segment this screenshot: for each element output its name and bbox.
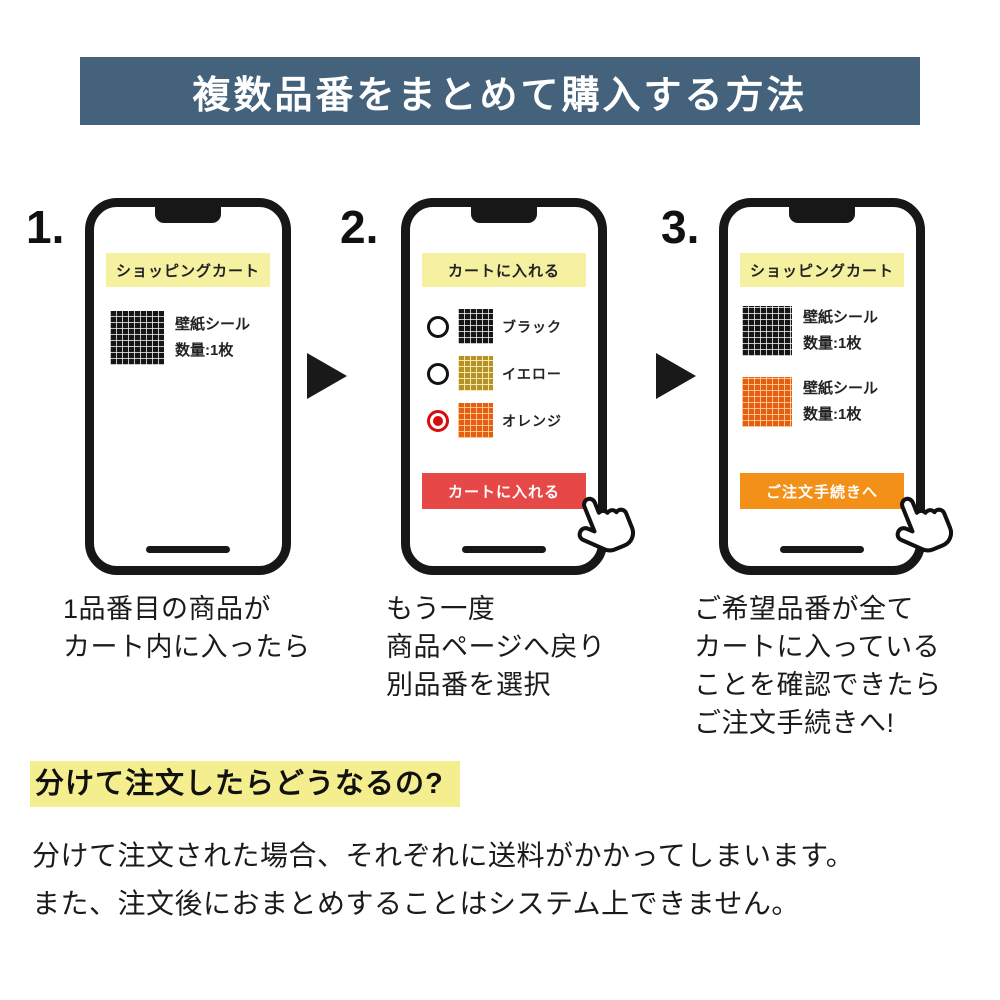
step-2-number: 2.	[340, 201, 379, 253]
color-option-yellow: イエロー	[427, 356, 598, 391]
radio-button-selected[interactable]	[427, 409, 449, 432]
caption-line: ご注文手続きへ!	[694, 708, 895, 738]
hand-cursor-icon	[880, 480, 970, 575]
add-to-cart-button-label: カートに入れる	[447, 483, 560, 501]
arrow-right-icon	[656, 353, 696, 399]
option-label: イエロー	[502, 365, 562, 382]
phone-mockup-1: ショッピングカート 壁紙シール 数量:1枚	[85, 198, 291, 575]
phone-notch	[789, 207, 855, 223]
product-quantity: 数量:1枚	[175, 342, 234, 359]
product-quantity: 数量:1枚	[803, 405, 862, 423]
hand-cursor-icon	[562, 480, 652, 575]
radio-button[interactable]	[427, 362, 449, 385]
caption-line: カート内に入ったら	[63, 632, 311, 662]
footer-line: また、注文後におまとめすることはシステム上できません。	[32, 888, 800, 919]
step-1-number: 1.	[26, 201, 65, 253]
banner-title: 複数品番をまとめて購入する方法	[192, 74, 808, 117]
phone-notch	[471, 207, 537, 223]
black-grid-swatch	[110, 311, 164, 365]
orange-grid-swatch	[742, 376, 792, 427]
footer-body: 分けて注文された場合、それぞれに送料がかかってしまいます。 また、注文後におまと…	[32, 832, 854, 928]
product-name: 壁紙シール	[175, 315, 251, 333]
banner: 複数品番をまとめて購入する方法	[80, 57, 920, 125]
phone-notch	[155, 207, 221, 223]
radio-button[interactable]	[427, 315, 449, 338]
phone-header-bar: カートに入れる	[422, 253, 586, 287]
cart-item-text: 壁紙シール 数量:1枚	[803, 305, 878, 358]
phone-header-label: ショッピングカート	[749, 262, 894, 280]
checkout-button[interactable]: ご注文手続きへ	[740, 473, 904, 509]
phone-header-label: ショッピングカート	[115, 262, 260, 280]
black-grid-swatch	[458, 309, 493, 344]
caption-line: 商品ページへ戻り	[386, 632, 606, 662]
checkout-button-label: ご注文手続きへ	[765, 483, 878, 501]
caption-line: 1品番目の商品が	[63, 594, 272, 624]
caption-line: ご希望品番が全て	[694, 594, 914, 624]
black-grid-swatch	[742, 306, 792, 357]
step-1-caption: 1品番目の商品が カート内に入ったら	[63, 590, 311, 666]
phone-header-bar: ショッピングカート	[740, 253, 904, 287]
caption-line: ことを確認できたら	[694, 670, 942, 700]
product-name: 壁紙シール	[803, 309, 879, 326]
product-quantity: 数量:1枚	[803, 335, 862, 353]
phone-mockup-2: カートに入れる ブラック イエロー オレンジ カートに入れる	[401, 198, 636, 575]
footer-heading: 分けて注文したらどうなるの?	[30, 760, 460, 807]
color-option-orange: オレンジ	[427, 403, 598, 438]
cart-item: 壁紙シール 数量:1枚	[110, 311, 282, 365]
home-indicator	[780, 546, 864, 553]
footer-line: 分けて注文された場合、それぞれに送料がかかってしまいます。	[32, 840, 855, 871]
footer-heading-text: 分けて注文したらどうなるの?	[30, 761, 460, 807]
option-label: オレンジ	[502, 412, 562, 429]
caption-line: カートに入っている	[694, 632, 941, 662]
color-option-black: ブラック	[427, 309, 598, 344]
phone-mockup-3: ショッピングカート 壁紙シール 数量:1枚 壁紙シール 数量:1枚 ご注文手続き…	[719, 198, 954, 575]
home-indicator	[146, 546, 230, 553]
product-name: 壁紙シール	[803, 379, 879, 397]
arrow-right-icon	[307, 353, 347, 399]
home-indicator	[462, 546, 546, 553]
step-2-caption: もう一度 商品ページへ戻り 別品番を選択	[386, 590, 605, 704]
caption-line: 別品番を選択	[386, 670, 551, 700]
step-3-number: 3.	[661, 201, 700, 253]
cart-item-text: 壁紙シール 数量:1枚	[175, 312, 250, 365]
step-3-caption: ご希望品番が全て カートに入っている ことを確認できたら ご注文手続きへ!	[694, 590, 942, 742]
orange-grid-swatch	[458, 403, 493, 438]
phone-header-bar: ショッピングカート	[106, 253, 270, 287]
caption-line: もう一度	[386, 594, 496, 624]
option-label: ブラック	[502, 318, 562, 335]
cart-item-text: 壁紙シール 数量:1枚	[803, 376, 878, 429]
cart-item: 壁紙シール 数量:1枚	[742, 305, 916, 358]
add-to-cart-button[interactable]: カートに入れる	[422, 473, 586, 509]
phone-header-label: カートに入れる	[447, 262, 560, 280]
yellow-grid-swatch	[458, 356, 493, 391]
cart-item: 壁紙シール 数量:1枚	[742, 376, 916, 429]
